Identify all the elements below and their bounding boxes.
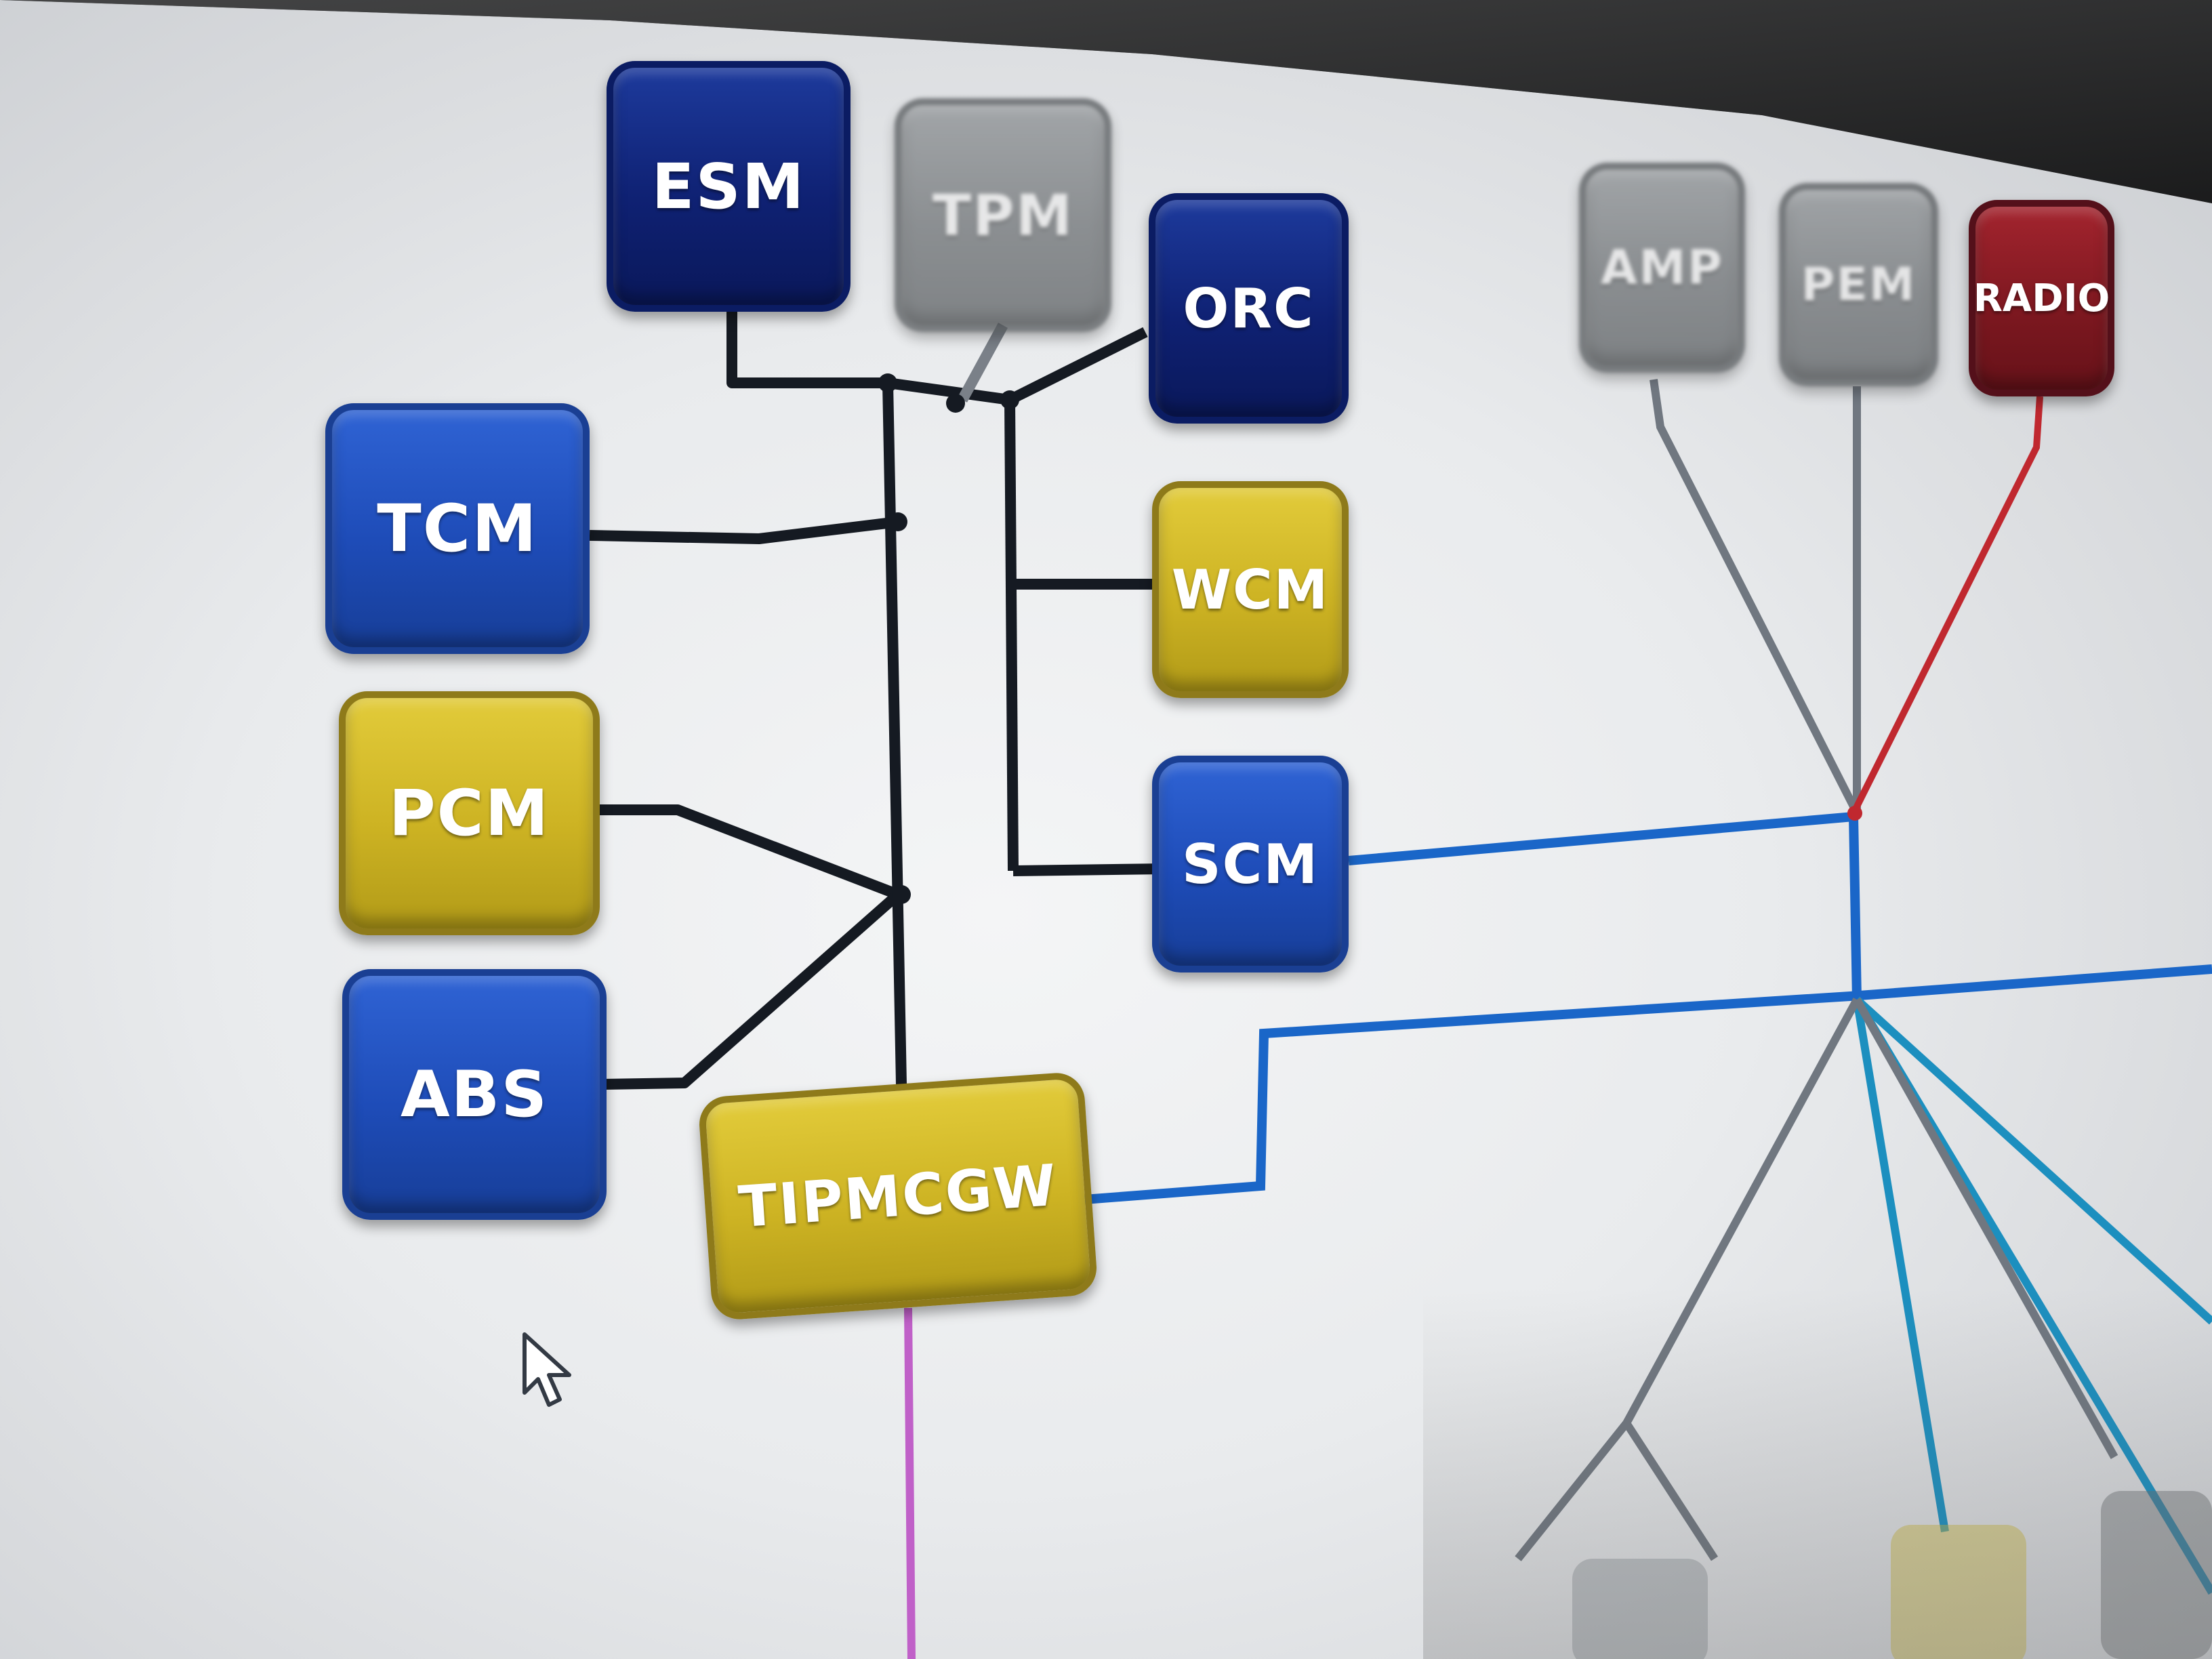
abs-module[interactable]: ABS — [342, 969, 607, 1220]
orc-label: ORC — [1183, 276, 1315, 340]
esm-label: ESM — [651, 150, 806, 223]
tipmcgw-label: TIPMCGW — [736, 1151, 1060, 1241]
pem-module[interactable]: PEM — [1779, 183, 1938, 386]
amp-label: AMP — [1600, 240, 1724, 295]
dark-can-bus — [589, 298, 1166, 1090]
diagnostic-link — [904, 1307, 916, 1659]
orc-module[interactable]: ORC — [1149, 193, 1349, 424]
pcm-label: PCM — [388, 776, 550, 851]
radio-module[interactable]: RADIO — [1969, 200, 2114, 396]
tpm-module[interactable]: TPM — [895, 98, 1111, 332]
mouse-pointer-icon — [523, 1332, 571, 1407]
hub-junction — [1847, 806, 1862, 821]
wcm-module[interactable]: WCM — [1152, 481, 1349, 698]
pcm-module[interactable]: PCM — [339, 691, 600, 935]
bus-junctions — [878, 373, 1019, 904]
abs-label: ABS — [400, 1057, 549, 1132]
scm-module[interactable]: SCM — [1152, 756, 1349, 972]
monitor-bezel — [0, 0, 2212, 203]
radio-link — [1850, 396, 2043, 815]
gray-lin-lines — [1515, 379, 2118, 1561]
esm-module[interactable]: ESM — [607, 61, 851, 312]
wcm-label: WCM — [1171, 558, 1330, 621]
radio-label: RADIO — [1973, 276, 2110, 321]
amp-module[interactable]: AMP — [1579, 163, 1745, 373]
pem-label: PEM — [1801, 258, 1917, 312]
tcm-label: TCM — [377, 491, 538, 567]
blue-can-bus — [1084, 812, 2212, 1204]
tpm-label: TPM — [932, 182, 1074, 249]
tipmcgw-module[interactable]: TIPMCGW — [697, 1071, 1099, 1322]
scm-label: SCM — [1182, 832, 1319, 896]
tcm-module[interactable]: TCM — [325, 403, 590, 654]
offscreen-modules — [1572, 1491, 2212, 1659]
